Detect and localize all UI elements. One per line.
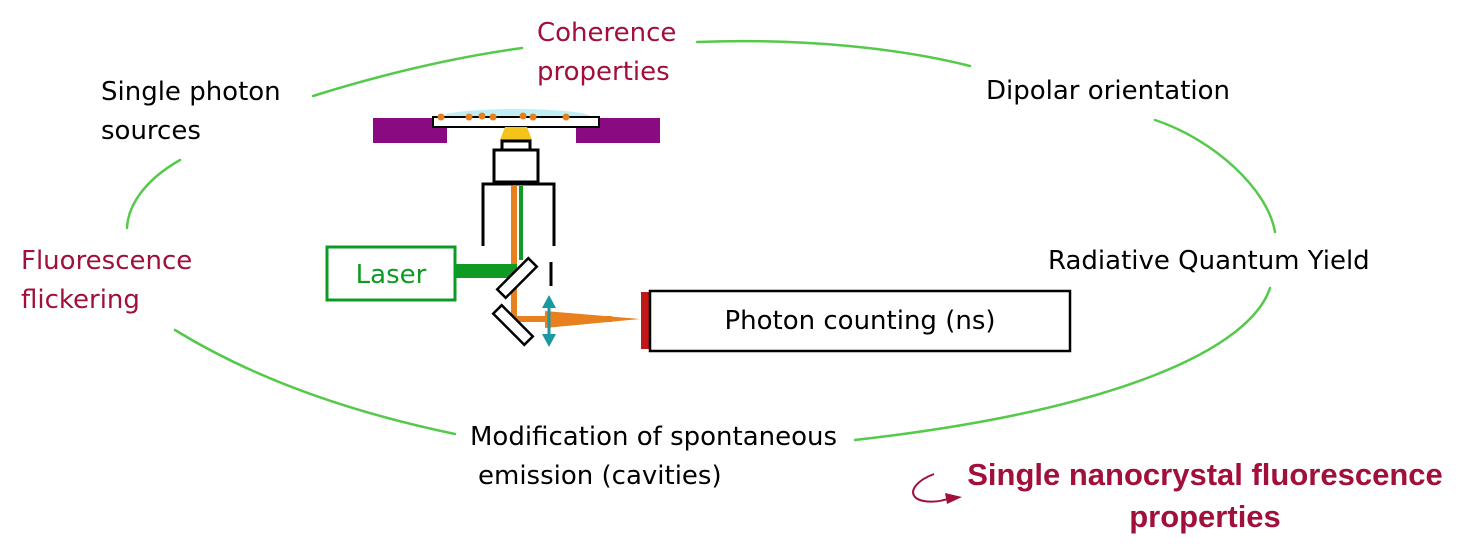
ring-arc-right-lower bbox=[853, 286, 1272, 442]
fluorescence-line2: flickering bbox=[21, 285, 140, 315]
topic-modification: Modification of spontaneous emission (ca… bbox=[470, 418, 837, 496]
laser-label: Laser bbox=[355, 260, 427, 290]
modification-line2: emission (cavities) bbox=[478, 461, 722, 491]
single-photon-line1: Single photon bbox=[101, 77, 281, 107]
nanocrystals bbox=[437, 112, 570, 121]
topic-ring bbox=[125, 39, 1277, 442]
title-line2: properties bbox=[1129, 499, 1281, 534]
topic-dipolar: Dipolar orientation bbox=[986, 76, 1230, 106]
coherence-line2: properties bbox=[537, 57, 670, 87]
laser-box bbox=[325, 245, 457, 302]
fluorescence-line1: Fluorescence bbox=[21, 246, 193, 276]
topic-single-photon: Single photon sources bbox=[101, 73, 281, 151]
curly-arrow-icon bbox=[912, 473, 951, 503]
ring-arc-top-left bbox=[311, 46, 524, 98]
lens-arrow-icon bbox=[542, 295, 556, 347]
laser-beam-horizontal bbox=[455, 264, 517, 278]
single-photon-line2: sources bbox=[101, 116, 201, 146]
objective-lens bbox=[492, 139, 540, 184]
ring-arc-left bbox=[125, 158, 182, 230]
emission-focus bbox=[545, 311, 640, 328]
microscope-body bbox=[481, 182, 556, 286]
curly-arrow-head bbox=[945, 493, 962, 504]
topic-coherence: Coherence properties bbox=[537, 14, 676, 92]
topic-radiative: Radiative Quantum Yield bbox=[1048, 246, 1370, 276]
fold-mirror bbox=[491, 303, 535, 347]
ring-arc-right-upper bbox=[1153, 118, 1277, 234]
beam-paths bbox=[455, 186, 640, 328]
focus-cone bbox=[500, 127, 532, 140]
detector-label: Photon counting (ns) bbox=[724, 306, 996, 336]
ring-arc-bottom-left bbox=[173, 328, 457, 436]
dichroic-mirror bbox=[495, 256, 539, 300]
photon-counting-box bbox=[648, 289, 1072, 353]
topic-fluorescence: Fluorescence flickering bbox=[21, 242, 192, 320]
modification-line1: Modification of spontaneous bbox=[470, 422, 838, 452]
title-line1: Single nanocrystal fluorescence bbox=[967, 457, 1443, 492]
coherence-line1: Coherence bbox=[537, 18, 677, 48]
detector-window bbox=[641, 292, 650, 349]
ring-arc-top-right bbox=[695, 39, 972, 68]
slide-title: Single nanocrystal fluorescence properti… bbox=[940, 454, 1470, 538]
coverslip bbox=[432, 116, 600, 128]
microscope-stage bbox=[373, 109, 660, 143]
